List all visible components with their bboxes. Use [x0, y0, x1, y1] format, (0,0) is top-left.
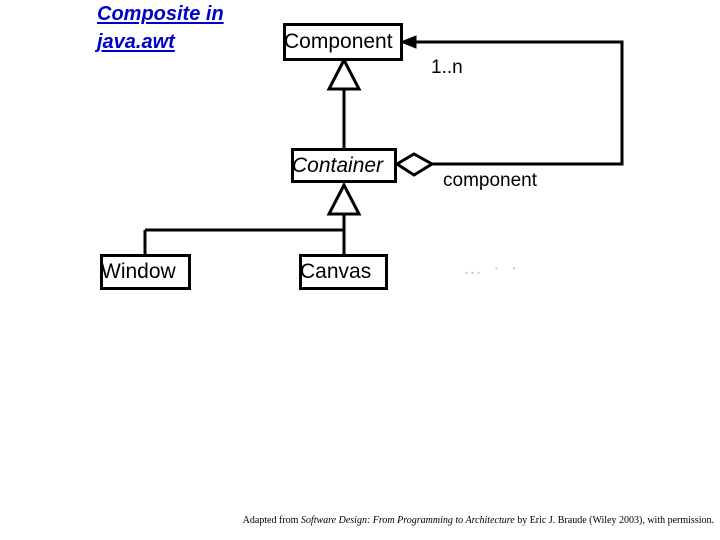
- page-title: Composite in java.awt: [97, 3, 224, 53]
- generalization-triangle-component: [326, 56, 362, 91]
- class-name-container: Container: [292, 153, 384, 177]
- footer-suffix: by Eric J. Braude (Wiley 2003), with per…: [514, 515, 714, 526]
- aggregation-container-component: [394, 35, 624, 177]
- class-box-canvas[interactable]: Canvas: [299, 254, 388, 290]
- aggregation-arrowhead: [399, 35, 417, 49]
- generalization-subclasses-to-container: [143, 181, 362, 255]
- footer-work-title: Software Design: From Programming to Arc…: [300, 515, 515, 526]
- class-name-window: Window: [101, 260, 176, 283]
- ellipsis-more-subclasses: … · ·: [463, 258, 521, 279]
- multiplicity-label: 1..n: [431, 57, 463, 78]
- footer-credit: Adapted from Software Design: From Progr…: [0, 515, 714, 526]
- class-box-component[interactable]: Component: [283, 23, 403, 61]
- generalization-container-to-component: [326, 56, 362, 148]
- class-name-canvas: Canvas: [300, 260, 372, 283]
- class-name-component: Component: [284, 30, 393, 53]
- generalization-triangle-container: [326, 181, 362, 216]
- class-box-window[interactable]: Window: [100, 254, 191, 290]
- class-box-container[interactable]: Container: [291, 148, 397, 183]
- footer-prefix: Adapted from: [242, 515, 301, 526]
- aggregation-diamond: [394, 152, 435, 177]
- role-name-label: component: [443, 170, 538, 191]
- aggregation-routed-line: [408, 40, 624, 166]
